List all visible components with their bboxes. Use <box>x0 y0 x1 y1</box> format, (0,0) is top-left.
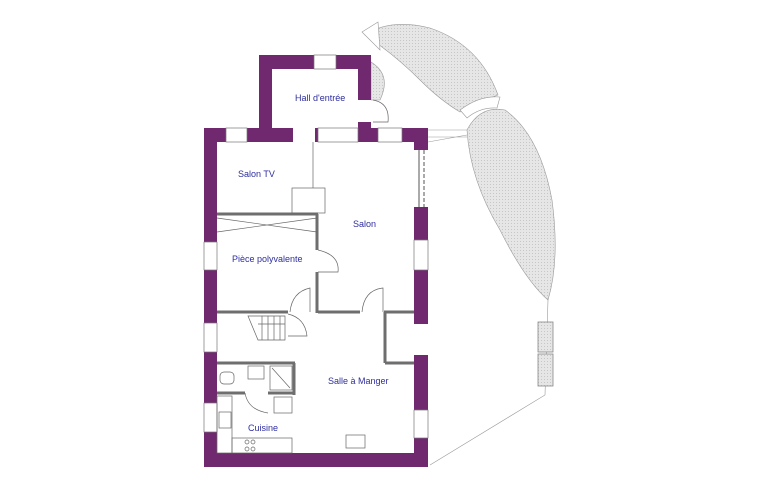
planter-2 <box>537 353 554 387</box>
windows <box>203 54 429 439</box>
interior-walls <box>217 212 414 395</box>
garden-step-arc <box>361 21 501 119</box>
garden-bed-top <box>364 24 499 113</box>
room-label-salon-tv: Salon TV <box>238 169 275 179</box>
entrance-half-circle <box>370 61 385 101</box>
planter-1 <box>537 321 554 353</box>
door-swing <box>317 249 339 273</box>
garden-bed-right <box>466 108 556 301</box>
room-label-salle-a-manger: Salle à Manger <box>328 376 389 386</box>
spiral-stair <box>291 187 326 214</box>
room-label-piece-polyvalente: Pièce polyvalente <box>232 254 303 264</box>
room-label-cuisine: Cuisine <box>248 423 279 433</box>
fixtures <box>216 99 389 454</box>
room-label-salon: Salon <box>353 219 377 229</box>
garden-beds <box>361 21 556 466</box>
terrace-outline <box>427 129 549 466</box>
room-label-hall: Hall d'entrée <box>295 93 346 103</box>
